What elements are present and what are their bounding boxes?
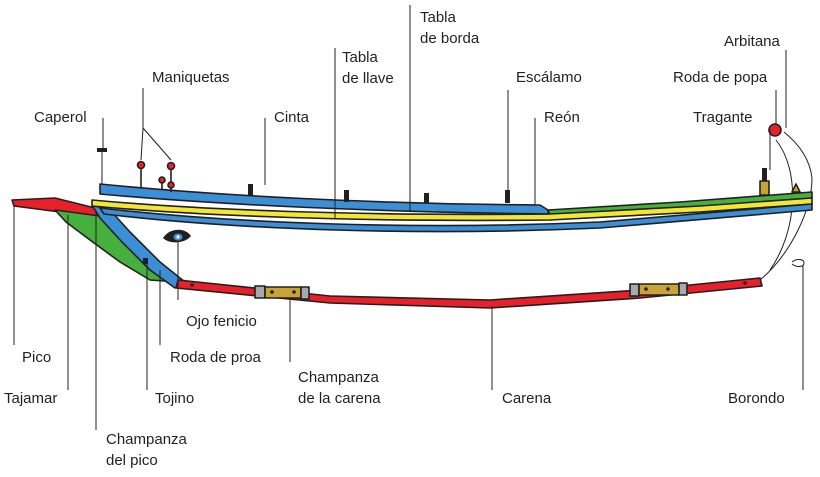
rivets — [190, 281, 747, 294]
label-ojo-fenicio: Ojo fenicio — [186, 313, 257, 330]
label-maniquetas: Maniquetas — [152, 69, 230, 86]
label-tojino: Tojino — [155, 390, 194, 407]
label-tabla-de-borda-2: de borda — [420, 30, 480, 47]
label-roda-de-popa: Roda de popa — [673, 69, 768, 86]
tabla-de-borda-part — [99, 183, 549, 215]
leader-lines — [13, 5, 804, 430]
label-tabla-de-llave-1: Tabla — [342, 49, 379, 66]
caperol-part — [97, 148, 107, 185]
label-escalamo: Escálamo — [516, 69, 582, 86]
label-caperol: Caperol — [34, 109, 87, 126]
label-arbitana: Arbitana — [724, 33, 781, 50]
champanza-carena-fore — [254, 285, 310, 300]
label-tajamar: Tajamar — [4, 390, 57, 407]
roda-de-popa-part — [759, 131, 813, 281]
label-champanza-de-la-carena-1: Champanza — [298, 369, 380, 386]
label-roda-de-proa: Roda de proa — [170, 349, 262, 366]
label-tabla-de-borda-1: Tabla — [420, 9, 457, 26]
label-borondo: Borondo — [728, 390, 785, 407]
label-champanza-del-pico-2: del pico — [106, 452, 158, 469]
labels: Tabla de borda Arbitana Maniquetas Tabla… — [4, 9, 785, 469]
label-pico: Pico — [22, 349, 51, 366]
arbitana-cap — [791, 183, 801, 193]
borondo-part — [791, 259, 805, 267]
hull — [11, 123, 813, 309]
label-tragante: Tragante — [693, 109, 752, 126]
pico-part — [11, 197, 101, 217]
label-reon: Reón — [544, 109, 580, 126]
tojino-part — [143, 258, 148, 264]
label-carena: Carena — [502, 390, 552, 407]
maniquetas-part — [136, 160, 176, 192]
label-tabla-de-llave-2: de llave — [342, 70, 394, 87]
label-cinta: Cinta — [274, 109, 310, 126]
ojo-fenicio-icon — [163, 229, 191, 243]
label-champanza-de-la-carena-2: de la carena — [298, 390, 381, 407]
stern-knob-icon — [768, 123, 782, 137]
label-champanza-del-pico-1: Champanza — [106, 431, 188, 448]
tragante-part — [759, 180, 770, 196]
champanza-carena-aft — [629, 282, 688, 297]
escalamo-pins — [248, 168, 767, 203]
cinta-part — [99, 203, 813, 233]
